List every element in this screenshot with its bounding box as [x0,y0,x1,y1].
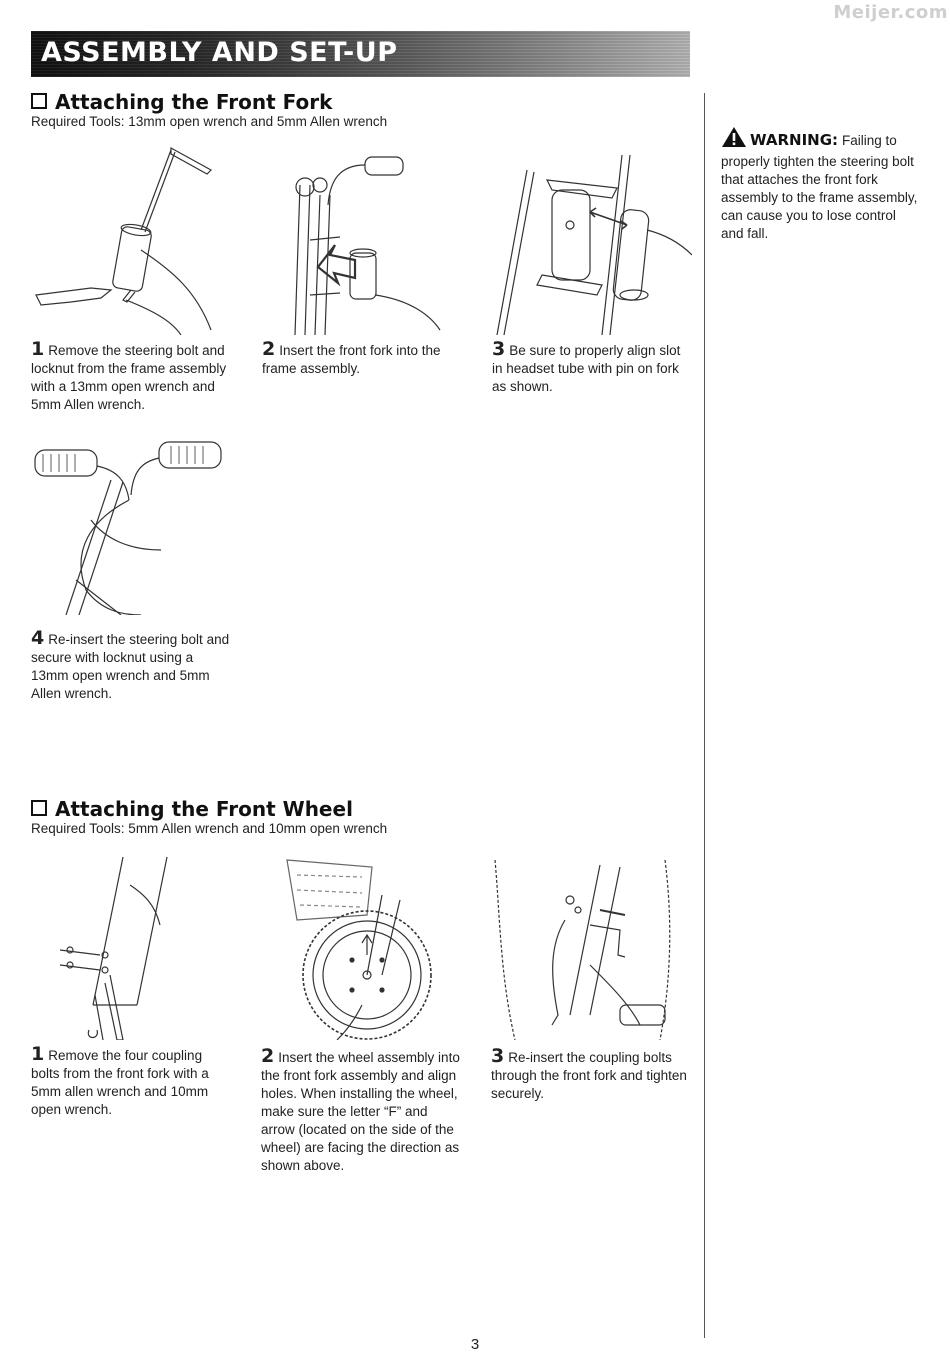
column-divider [704,93,705,1338]
warning-label: WARNING: [750,131,839,149]
fork-section-title-text: Attaching the Front Fork [55,90,333,114]
step-text: Re-insert the steering bolt and secure w… [31,632,230,701]
checkbox-icon [31,93,47,109]
wheel-required-tools: Required Tools: 5mm Allen wrench and 10m… [31,821,388,836]
wheel-section-title: Attaching the Front Wheel [31,797,353,821]
warning-triangle-icon [721,126,747,153]
step-text: Be sure to properly align slot in headse… [492,343,681,394]
page-number: 3 [0,1336,950,1353]
page-title: ASSEMBLY AND SET-UP [41,37,398,68]
step-text: Remove the steering bolt and locknut fro… [31,343,227,412]
warning-text: Failing to properly tighten the steering… [721,133,918,241]
fork-step1-illustration [31,140,221,335]
wheel-step3-illustration [490,855,675,1040]
wheel-step1-illustration [45,855,175,1040]
wheel-step2-illustration [282,855,432,1040]
checkbox-icon [31,800,47,816]
fork-section-title: Attaching the Front Fork [31,90,332,114]
step-number: 1 [31,338,45,360]
step-number: 1 [31,1043,45,1065]
page-number-text: 3 [470,1336,480,1353]
wheel-section-title-text: Attaching the Front Wheel [55,797,353,821]
step-number: 2 [262,338,276,360]
step-number: 3 [491,1045,505,1067]
step-text: Re-insert the coupling bolts through the… [491,1050,687,1101]
step-text: Insert the wheel assembly into the front… [261,1050,460,1173]
fork-step4-illustration [31,440,226,615]
warning-box: WARNING:Failing to properly tighten the … [721,126,921,243]
step-text: Insert the front fork into the frame ass… [262,343,441,376]
fork-step3-illustration [492,150,692,335]
step-text: Remove the four coupling bolts from the … [31,1048,209,1117]
step-number: 3 [492,338,506,360]
step-number: 2 [261,1045,275,1067]
watermark: Meijer.com [833,2,948,23]
step-number: 4 [31,627,45,649]
header-banner: ASSEMBLY AND SET-UP [31,31,690,77]
fork-required-tools: Required Tools: 13mm open wrench and 5mm… [31,114,388,129]
fork-step2-illustration [280,145,450,335]
